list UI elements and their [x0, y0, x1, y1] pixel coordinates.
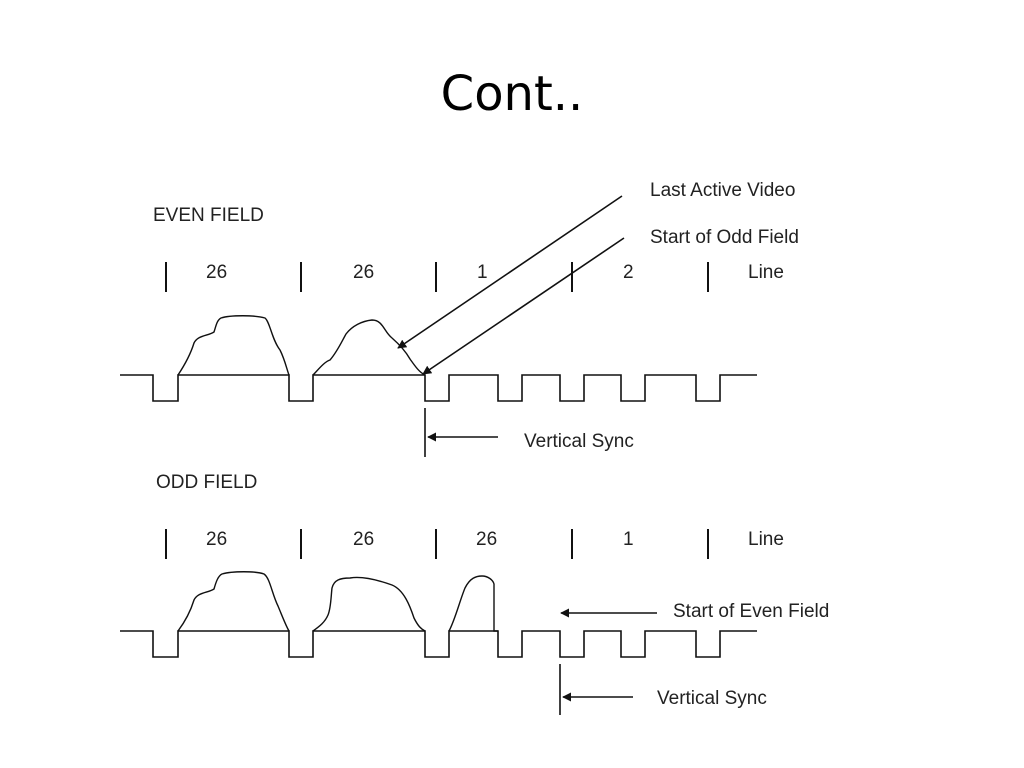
line-number: 26	[476, 529, 497, 550]
odd-field-heading: ODD FIELD	[156, 472, 257, 493]
odd-field-vertical-sync-label: Vertical Sync	[657, 688, 767, 709]
last-active-video-arrow	[397, 195, 623, 349]
line-label: Line	[748, 262, 784, 283]
start-of-even-field-label: Start of Even Field	[673, 601, 829, 622]
line-label: Line	[748, 529, 784, 550]
last-active-video-label: Last Active Video	[650, 180, 795, 201]
odd-field-line-numbers: 26 26 26 1	[206, 529, 634, 550]
line-number: 26	[206, 262, 227, 283]
odd-field-video-waveform	[177, 571, 498, 632]
line-number: 1	[477, 262, 488, 283]
line-number: 2	[623, 262, 634, 283]
odd-field-sync-baseline	[120, 630, 757, 658]
odd-field-section: ODD FIELD 26 26 26 1 Line Vertical Sync	[120, 472, 829, 715]
start-of-odd-field-label: Start of Odd Field	[650, 227, 799, 248]
start-of-odd-field-arrow	[422, 237, 625, 375]
even-field-line-ticks	[165, 262, 709, 292]
even-field-line-numbers: 26 26 1 2	[206, 262, 634, 283]
even-field-sync-baseline	[120, 374, 757, 402]
line-number: 26	[206, 529, 227, 550]
even-field-vertical-sync-label: Vertical Sync	[524, 431, 634, 452]
slide-title: Cont..	[440, 66, 584, 122]
even-field-video-waveform	[177, 315, 426, 376]
line-number: 26	[353, 529, 374, 550]
line-number: 26	[353, 262, 374, 283]
line-number: 1	[623, 529, 634, 550]
even-field-section: EVEN FIELD 26 26 1 2 Line Vertical Sync	[120, 180, 799, 457]
even-field-heading: EVEN FIELD	[153, 205, 264, 226]
odd-field-line-ticks	[165, 529, 709, 559]
